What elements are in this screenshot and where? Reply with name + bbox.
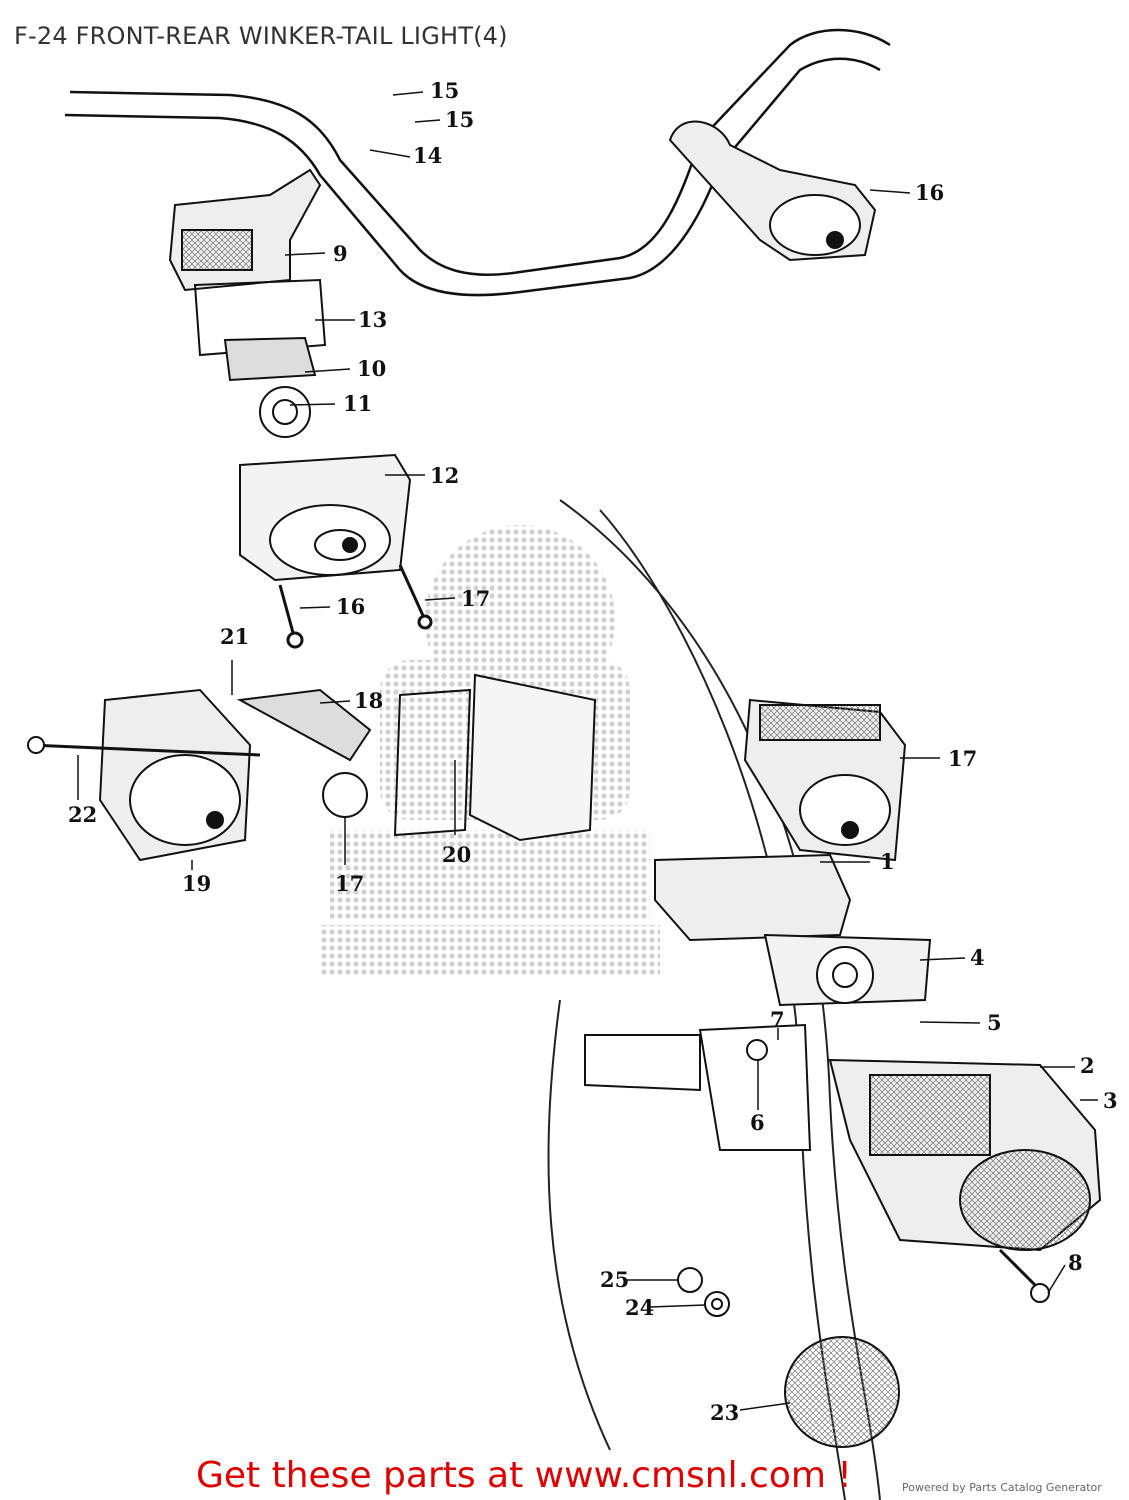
callout-12: 12 <box>430 463 459 488</box>
winker-lens-12 <box>239 453 412 582</box>
callout-14: 14 <box>413 143 442 168</box>
callout-6: 6 <box>750 1110 765 1135</box>
callout-20: 18 <box>354 688 383 713</box>
callout-9: 9 <box>333 241 348 266</box>
callout-2: 2 <box>1080 1053 1095 1078</box>
front-winker-right <box>668 120 877 262</box>
callout-8: 8 <box>1068 1250 1083 1275</box>
powered-by-text: Powered by Parts Catalog Generator <box>902 1481 1102 1494</box>
callout-27: 25 <box>600 1267 629 1292</box>
rear-winker-right <box>743 698 907 862</box>
callout-3: 3 <box>1103 1088 1118 1113</box>
front-winker-left <box>168 168 327 438</box>
callout-17: 16 <box>915 180 944 205</box>
callout-4: 4 <box>970 945 985 970</box>
leader-lines <box>77 91 1098 1411</box>
callout-19: 17 <box>335 871 364 896</box>
callout-1: 1 <box>880 849 895 874</box>
callout-25: 23 <box>710 1400 739 1425</box>
callout-15-upper: 15 <box>430 78 459 103</box>
bolts-16 <box>278 564 433 649</box>
callout-7: 7 <box>770 1007 785 1032</box>
callout-26: 24 <box>625 1295 654 1320</box>
callout-21: 19 <box>182 871 211 896</box>
callout-5: 5 <box>987 1010 1002 1035</box>
tail-light-assembly <box>584 853 1102 1303</box>
handlebar <box>64 28 891 297</box>
license-bracket <box>393 673 597 842</box>
callout-13: 13 <box>358 307 387 332</box>
page-title: F-24 FRONT-REAR WINKER-TAIL LIGHT(4) <box>14 22 508 50</box>
cta-link[interactable]: Get these parts at www.cmsnl.com ! <box>196 1455 852 1496</box>
callout-23: 21 <box>220 624 249 649</box>
callout-11: 11 <box>343 391 372 416</box>
callout-16-left: 16 <box>336 594 365 619</box>
callout-16-right: 17 <box>461 586 490 611</box>
rear-winker-left <box>27 688 372 862</box>
callout-24: 22 <box>68 802 97 827</box>
callout-15-lower: 15 <box>445 107 474 132</box>
callout-10: 10 <box>357 356 386 381</box>
callout-18: 17 <box>948 746 977 771</box>
callout-22: 20 <box>442 842 471 867</box>
